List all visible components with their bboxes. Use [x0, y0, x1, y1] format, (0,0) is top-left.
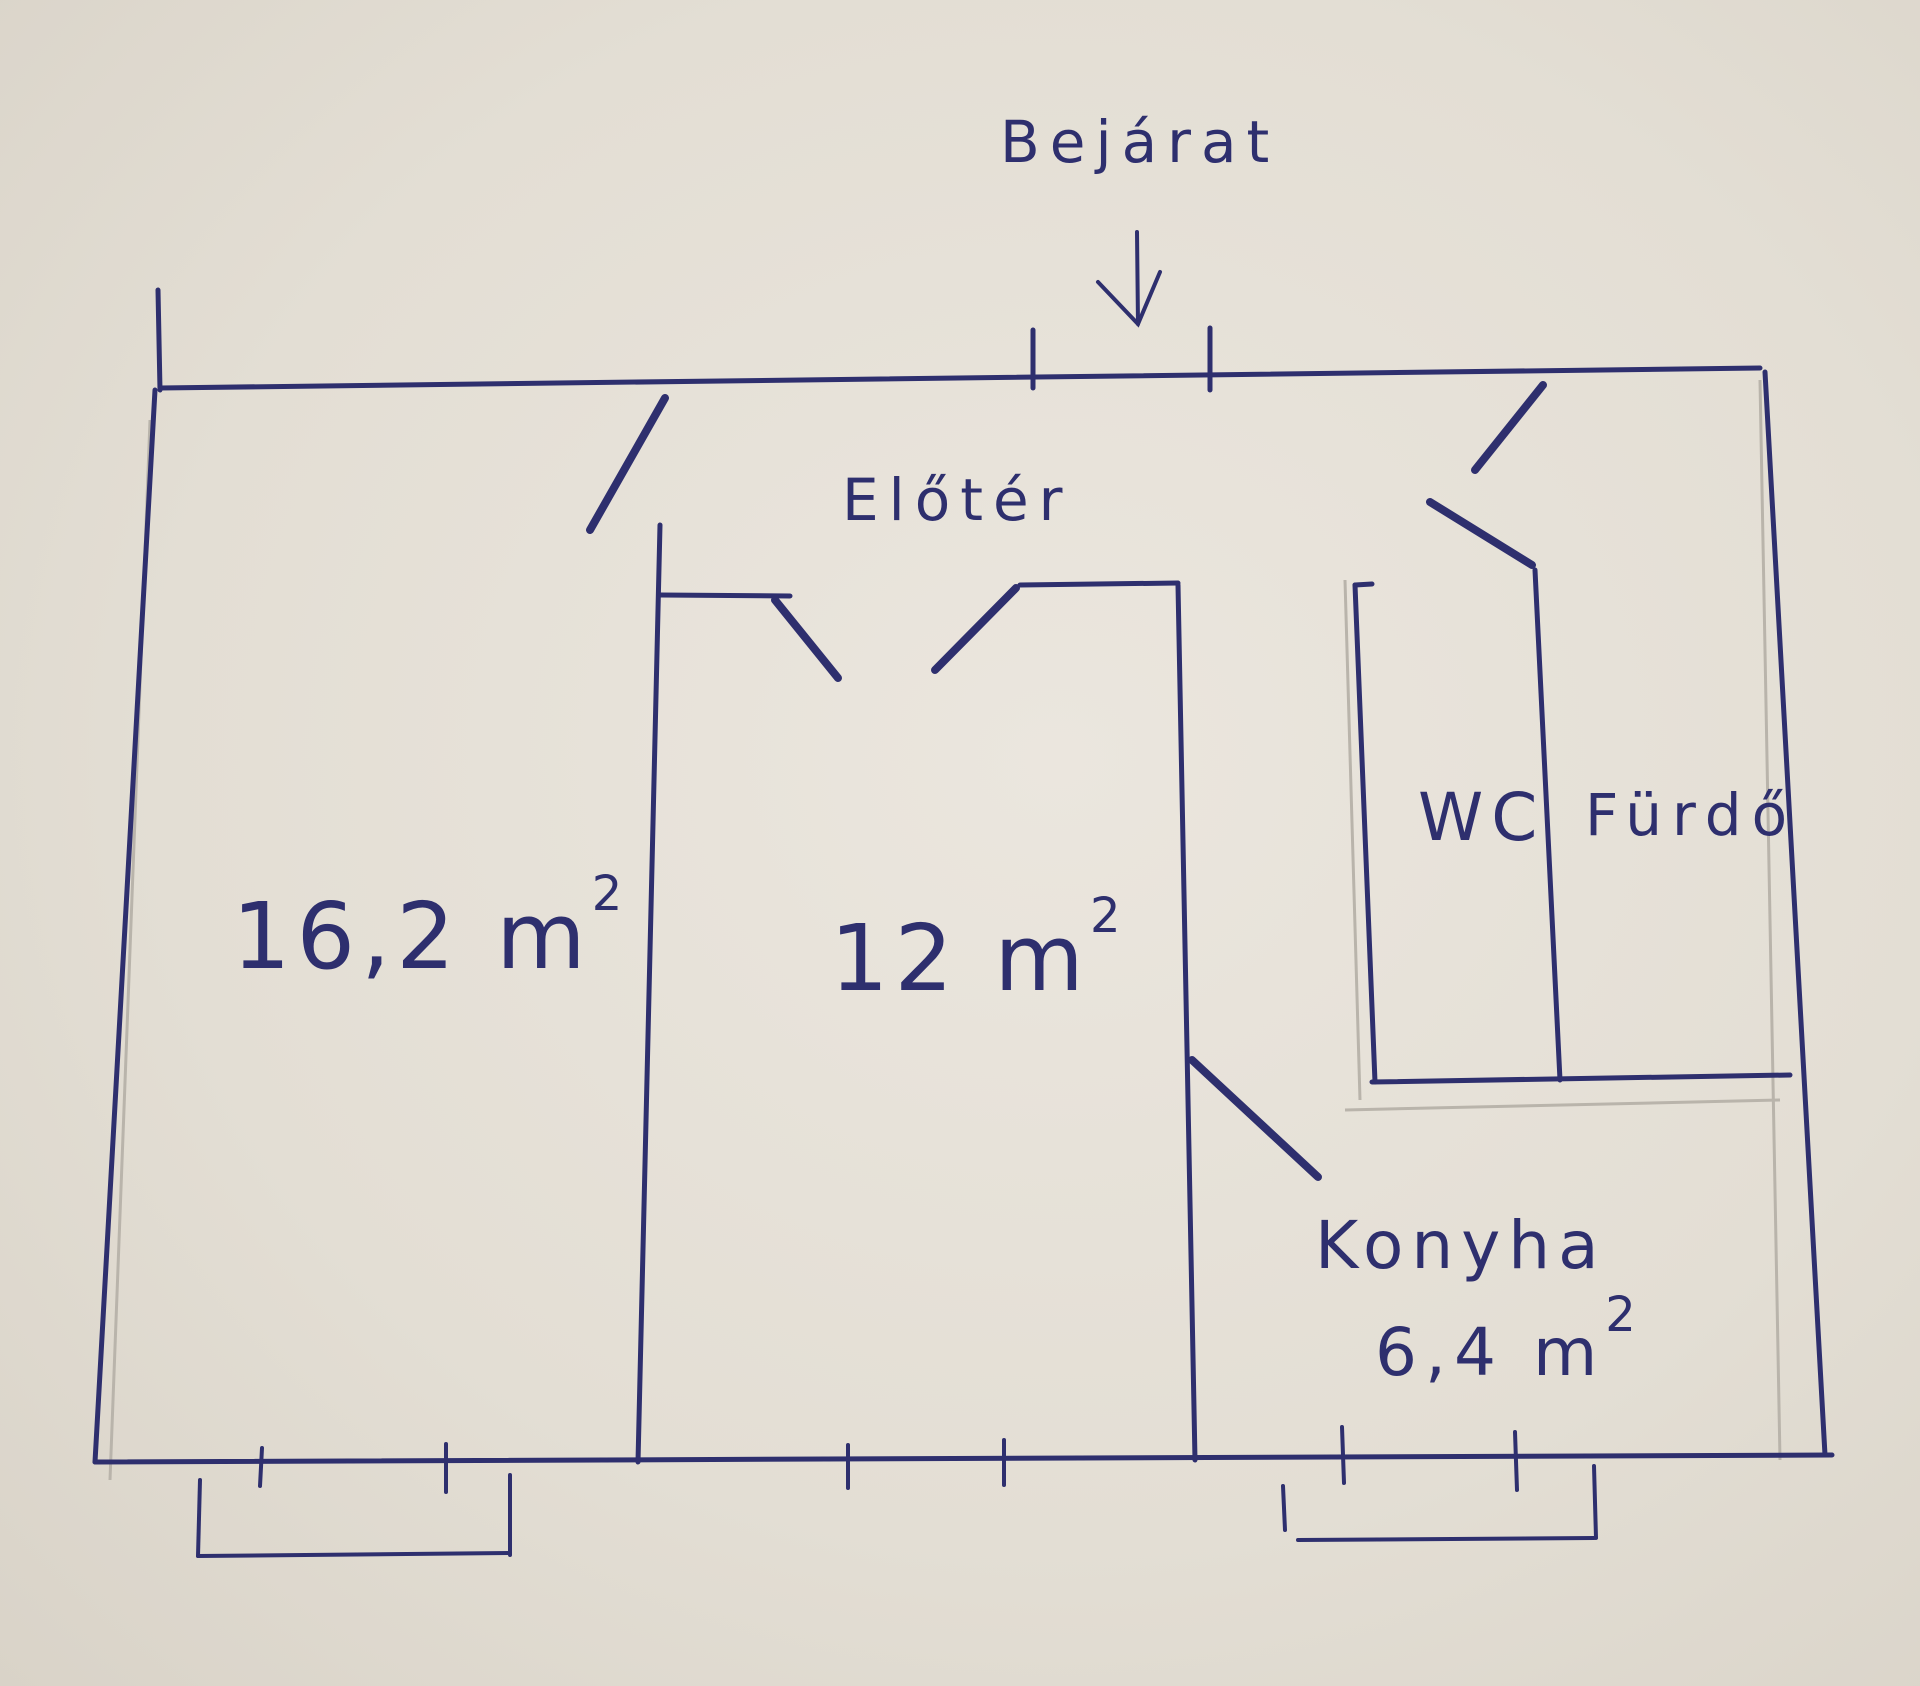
- door-middle-left: [771, 596, 842, 682]
- wall-wc-bottom: [1369, 1072, 1793, 1085]
- wall-wc-bath-divider: [1532, 567, 1563, 1083]
- wall-middle-right: [1175, 582, 1198, 1463]
- door-kitchen: [1188, 1056, 1322, 1181]
- area-left-room-exp: 2: [592, 866, 629, 922]
- wall-left-room-right: [635, 522, 663, 1465]
- area-kitchen-value: 6,4 m: [1375, 1314, 1605, 1391]
- wall-wc-left: [1352, 582, 1378, 1085]
- outer-walls: [92, 287, 1835, 1465]
- kitchen-label: Konyha: [1315, 1207, 1607, 1284]
- wall-top: [157, 365, 1763, 391]
- area-left-room: 16,2 m2: [232, 866, 628, 990]
- wall-middle-top-a: [657, 592, 793, 599]
- area-kitchen: 6,4 m2: [1375, 1287, 1644, 1391]
- entrance-label: Bejárat: [1000, 108, 1279, 176]
- door-wc: [1426, 498, 1536, 569]
- area-left-room-value: 16,2 m: [232, 883, 592, 990]
- window-left: [196, 1442, 512, 1558]
- area-middle-room-value: 12 m: [830, 905, 1090, 1012]
- hallway-label: Előtér: [842, 466, 1073, 534]
- door-middle-right: [931, 584, 1020, 674]
- area-middle-room: 12 m2: [830, 888, 1126, 1012]
- window-kitchen: [1281, 1425, 1598, 1542]
- wall-wc-top: [1352, 581, 1375, 588]
- wall-top-left-stub: [155, 287, 163, 393]
- interior-walls: [635, 522, 1793, 1465]
- wc-label: WC: [1418, 779, 1545, 856]
- door-swings: [586, 381, 1547, 1181]
- window-middle: [846, 1438, 1006, 1490]
- wall-bottom: [92, 1452, 1835, 1465]
- arrow-down-icon: [1096, 230, 1162, 328]
- entrance-opening: [1030, 325, 1213, 393]
- wall-right: [1762, 369, 1828, 1458]
- door-bathroom: [1471, 381, 1547, 474]
- area-middle-room-exp: 2: [1090, 888, 1127, 944]
- area-kitchen-exp: 2: [1605, 1287, 1644, 1343]
- door-left-room: [586, 394, 669, 534]
- wall-left: [92, 387, 158, 1465]
- bathroom-label: Fürdő: [1585, 781, 1797, 849]
- wall-middle-top-b: [1017, 580, 1181, 588]
